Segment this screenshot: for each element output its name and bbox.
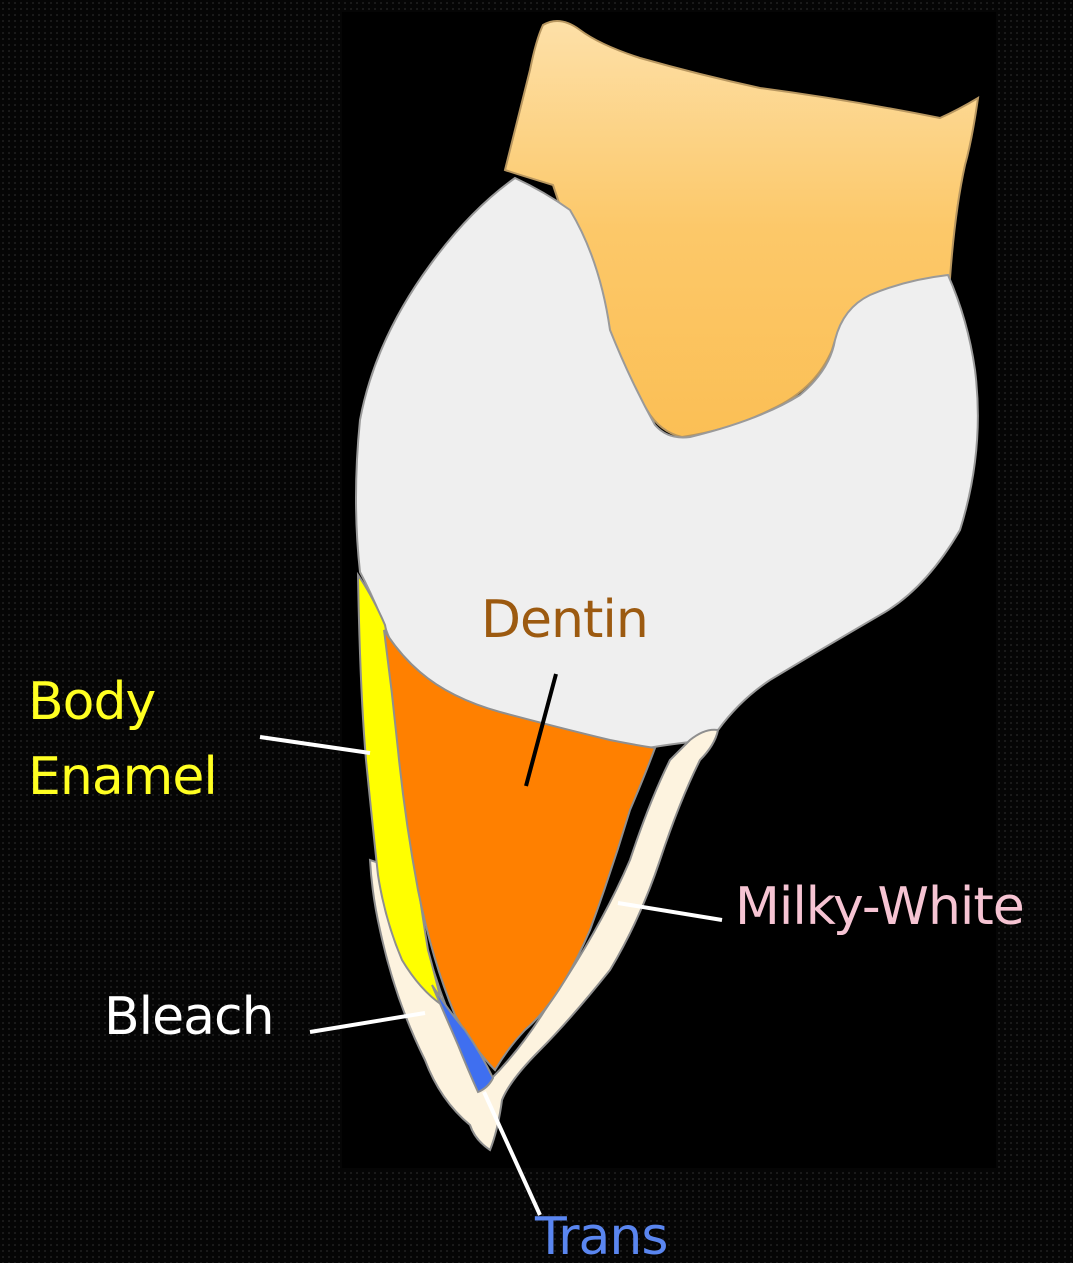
enamel-label: Enamel — [28, 745, 217, 809]
dentin-label: Dentin — [481, 588, 648, 652]
body-enamel-leader-line — [260, 737, 370, 753]
milky-white-label: Milky-White — [735, 875, 1024, 939]
trans-leader-line — [484, 1092, 540, 1215]
body-label: Body — [28, 670, 155, 734]
bleach-label: Bleach — [104, 985, 274, 1049]
trans-label: Trans — [535, 1205, 667, 1263]
